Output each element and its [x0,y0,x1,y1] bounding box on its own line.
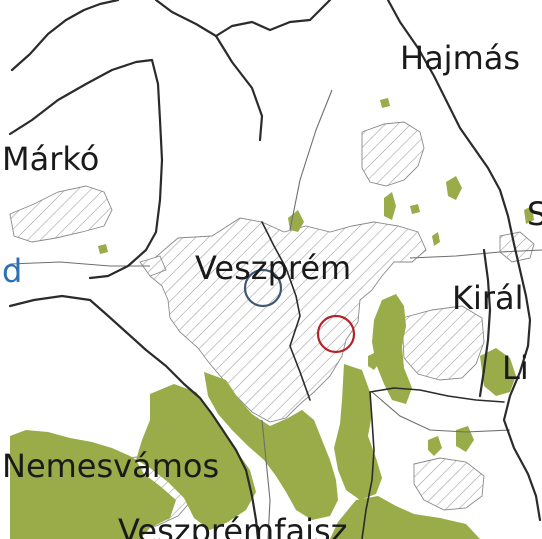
place-label-veszprem: Veszprém [195,249,352,287]
west-urban-strip [139,255,167,277]
road-east [409,249,542,259]
marker-blue-circle[interactable] [243,268,283,308]
place-label-left-cut: d [2,252,23,290]
boundary-upper-center [154,0,332,38]
forest-south-center [204,372,338,520]
hajmas-urban-area [361,121,425,187]
forest-patch-5 [380,98,390,108]
forest-areas [10,98,534,539]
forest-patch-4 [410,204,420,214]
forest-patch-2 [384,192,396,220]
place-label-hajmas: Hajmás [400,39,521,77]
forest-patch-3 [446,176,462,200]
forest-patch-8 [428,436,442,456]
place-label-kiral: Királ [452,279,524,317]
forest-patch-11 [456,426,474,452]
forest-patch-1 [288,210,304,232]
forest-patch-6 [98,244,108,254]
boundary-center-mid [214,34,264,142]
boundary-marko-north [8,58,164,280]
kiral-urban-area [401,305,485,381]
markers [243,268,356,354]
place-label-nemesvamos: Nemesvámos [2,447,220,485]
place-label-right-cut: S [527,195,542,233]
road-southeast [371,391,511,433]
place-label-li: Li [502,349,529,387]
veszprem-urban-area [149,217,427,423]
marko-urban-area [9,185,113,243]
forest-southeast [334,364,382,500]
forest-east-ridge [372,294,412,404]
forest-east-edge [480,348,516,396]
boundary-ridge-east [478,248,492,398]
forest-southwest [10,384,256,539]
boundary-south-west [8,294,260,539]
boundary-inner-south [369,387,505,403]
place-label-marko: Márkó [2,140,100,178]
south-urban-area [413,457,485,511]
boundary-north-west [10,0,120,72]
road-west [9,261,150,267]
boundaries [8,0,542,539]
boundary-northeast [386,0,542,522]
place-label-veszpremfajsz: Veszprémfajsz [118,512,348,539]
forest-south-edge [330,496,480,539]
boundary-inner-east [361,391,375,539]
forest-patch-7 [368,352,380,370]
roads [9,89,542,539]
road-north [289,89,333,231]
forest-patch-9 [432,232,440,246]
road-south [261,419,271,539]
boundary-north-link [261,221,311,401]
forest-patch-10 [524,206,534,224]
marker-red-circle[interactable] [316,314,356,354]
